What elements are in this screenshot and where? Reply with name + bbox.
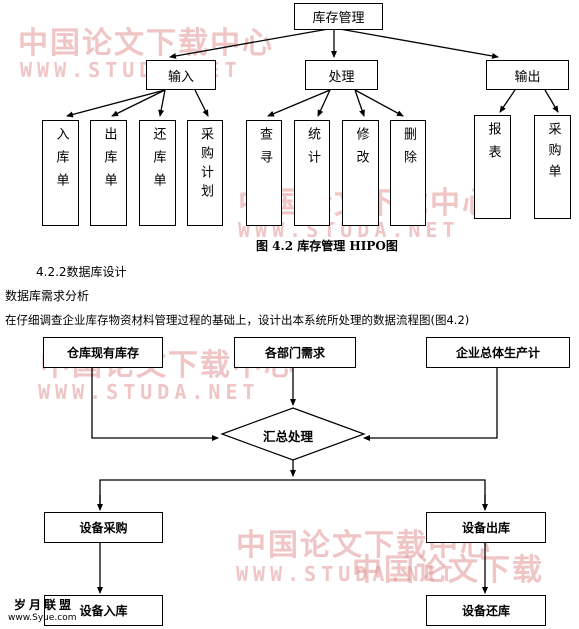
watermark-en-br: WWW.STUDA.NET bbox=[236, 562, 458, 586]
leaf-label: 查寻 bbox=[257, 127, 272, 173]
flow-source-dept-demand: 各部门需求 bbox=[234, 337, 356, 368]
corner-logo-title: 岁月联盟 bbox=[14, 598, 75, 612]
hipo-leaf-process-4: 删除 bbox=[390, 120, 426, 226]
hipo-output-label: 输出 bbox=[514, 69, 541, 85]
flow-equipment-outbound: 设备出库 bbox=[426, 512, 546, 543]
watermark-en-low: WWW.STUDA.NET bbox=[38, 380, 260, 404]
flow-box-label: 设备入库 bbox=[79, 604, 128, 618]
flow-source-label: 各部门需求 bbox=[264, 346, 325, 360]
hipo-leaf-input-4: 采购计划 bbox=[187, 120, 223, 226]
hipo-process-label: 处理 bbox=[328, 69, 355, 85]
leaf-label: 报表 bbox=[485, 122, 501, 168]
hipo-output-box: 输出 bbox=[486, 60, 569, 90]
section-subheading: 数据库需求分析 bbox=[5, 289, 90, 303]
hipo-leaf-input-1: 入库单 bbox=[42, 120, 79, 226]
hipo-leaf-process-2: 统计 bbox=[294, 120, 330, 226]
leaf-label: 统计 bbox=[305, 127, 320, 173]
leaf-label: 采购单 bbox=[545, 122, 561, 185]
leaf-label: 入库单 bbox=[53, 127, 69, 196]
flow-source-inventory: 仓库现有库存 bbox=[43, 337, 163, 368]
corner-logo-url: www.Syue.com bbox=[8, 613, 77, 623]
hipo-leaf-process-1: 查寻 bbox=[246, 120, 282, 226]
hipo-leaf-process-3: 修改 bbox=[342, 120, 379, 226]
section-heading: 4.2.2数据库设计 bbox=[36, 265, 127, 279]
figure-caption: 图 4.2 库存管理 HIPO图 bbox=[256, 239, 398, 253]
section-paragraph: 在仔细调查企业库存物资材料管理过程的基础上，设计出本系统所处理的数据流程图(图4… bbox=[5, 313, 470, 327]
leaf-label: 删除 bbox=[401, 127, 416, 173]
hipo-leaf-output-2: 采购单 bbox=[534, 115, 571, 219]
flow-equipment-purchase: 设备采购 bbox=[44, 512, 163, 543]
hipo-root-box: 库存管理 bbox=[294, 3, 383, 30]
hipo-leaf-input-2: 出库单 bbox=[90, 120, 127, 226]
hipo-input-label: 输入 bbox=[167, 69, 194, 85]
leaf-label: 修改 bbox=[353, 127, 369, 173]
flow-source-production-plan: 企业总体生产计 bbox=[426, 337, 570, 368]
watermark-cn-top: 中国论文下载中心 bbox=[18, 26, 274, 61]
watermark-cn-br2: 中国论文下载 bbox=[352, 553, 544, 588]
flow-center-label: 汇总处理 bbox=[263, 429, 314, 444]
flow-source-label: 企业总体生产计 bbox=[455, 346, 540, 360]
flow-equipment-return: 设备还库 bbox=[426, 595, 546, 626]
flow-box-label: 设备出库 bbox=[461, 521, 510, 535]
hipo-leaf-output-1: 报表 bbox=[474, 115, 511, 219]
leaf-label: 还库单 bbox=[150, 127, 166, 196]
hipo-process-box: 处理 bbox=[305, 60, 378, 90]
flow-box-label: 设备还库 bbox=[461, 604, 510, 618]
hipo-leaf-input-3: 还库单 bbox=[139, 120, 176, 226]
leaf-label: 采购计划 bbox=[198, 127, 213, 203]
hipo-input-box: 输入 bbox=[146, 60, 216, 90]
flow-equipment-inbound: 设备入库 bbox=[44, 595, 163, 626]
flow-box-label: 设备采购 bbox=[79, 521, 128, 535]
hipo-root-label: 库存管理 bbox=[312, 11, 365, 26]
flow-source-label: 仓库现有库存 bbox=[66, 346, 139, 360]
leaf-label: 出库单 bbox=[101, 127, 117, 196]
center-diamond bbox=[220, 407, 366, 461]
